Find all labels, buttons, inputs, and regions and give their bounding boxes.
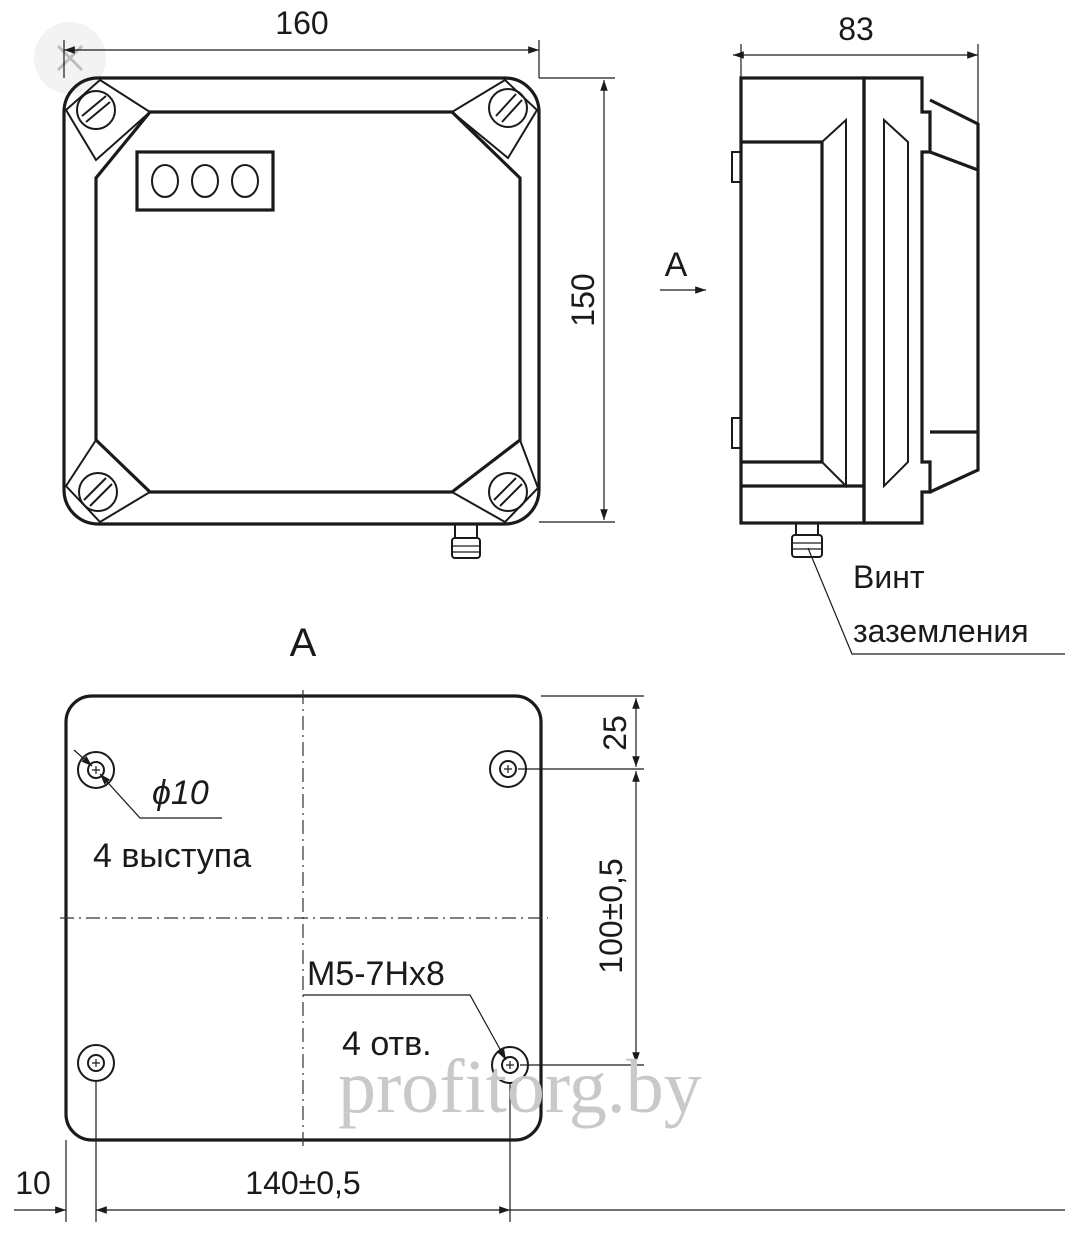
dim-160-label: 160 xyxy=(275,5,328,41)
dim-horizontal: 10 140±0,5 xyxy=(14,1082,1065,1222)
dim-140-label: 140±0,5 xyxy=(245,1165,360,1201)
side-view xyxy=(731,76,980,558)
boss-diameter-label: ϕ10 xyxy=(152,774,209,812)
side-latch-bottom xyxy=(731,417,742,449)
bottom-view xyxy=(60,690,548,1150)
view-title: A xyxy=(290,621,317,665)
dim-160: 160 xyxy=(63,5,540,78)
boss-diameter-leader: ϕ10 4 выступа xyxy=(73,749,251,875)
dim-150-label: 150 xyxy=(565,273,601,326)
ground-screw-label-1: Винт xyxy=(853,559,925,595)
corner-screw-br xyxy=(450,438,540,524)
dim-150: 150 xyxy=(539,77,615,523)
ground-screw-label-2: заземления xyxy=(853,613,1029,649)
view-arrow-a: A xyxy=(660,246,706,294)
thread-leader: M5-7Hx8 4 отв. xyxy=(303,955,507,1063)
front-ground-screw xyxy=(451,523,481,559)
view-arrow-label: A xyxy=(665,246,688,284)
hole-count-label: 4 отв. xyxy=(342,1025,432,1063)
front-inner-lid xyxy=(94,110,522,494)
boss-bl xyxy=(77,1044,115,1082)
boss-count-label: 4 выступа xyxy=(93,837,251,875)
dim-100-label: 100±0,5 xyxy=(593,858,629,973)
front-outer-frame xyxy=(62,76,541,526)
dim-10-label: 10 xyxy=(15,1165,51,1201)
corner-screw-tl xyxy=(64,78,152,162)
thread-label: M5-7Hx8 xyxy=(307,955,445,993)
boss-tl xyxy=(77,751,115,789)
side-latch-top xyxy=(731,151,742,183)
terminal-block xyxy=(135,150,275,212)
dim-vertical: 25 100±0,5 xyxy=(518,695,644,1066)
ground-screw-leader: Винт заземления xyxy=(807,547,1065,655)
corner-screw-bl xyxy=(64,438,152,524)
dim-25-label: 25 xyxy=(597,715,633,751)
dim-83: 83 xyxy=(733,11,979,124)
close-icon[interactable] xyxy=(34,22,106,94)
corner-screw-tr xyxy=(450,78,539,160)
watermark: profitorg.by xyxy=(338,1045,702,1129)
side-ground-screw xyxy=(791,522,823,558)
dim-83-label: 83 xyxy=(838,11,874,47)
front-view xyxy=(62,76,541,559)
